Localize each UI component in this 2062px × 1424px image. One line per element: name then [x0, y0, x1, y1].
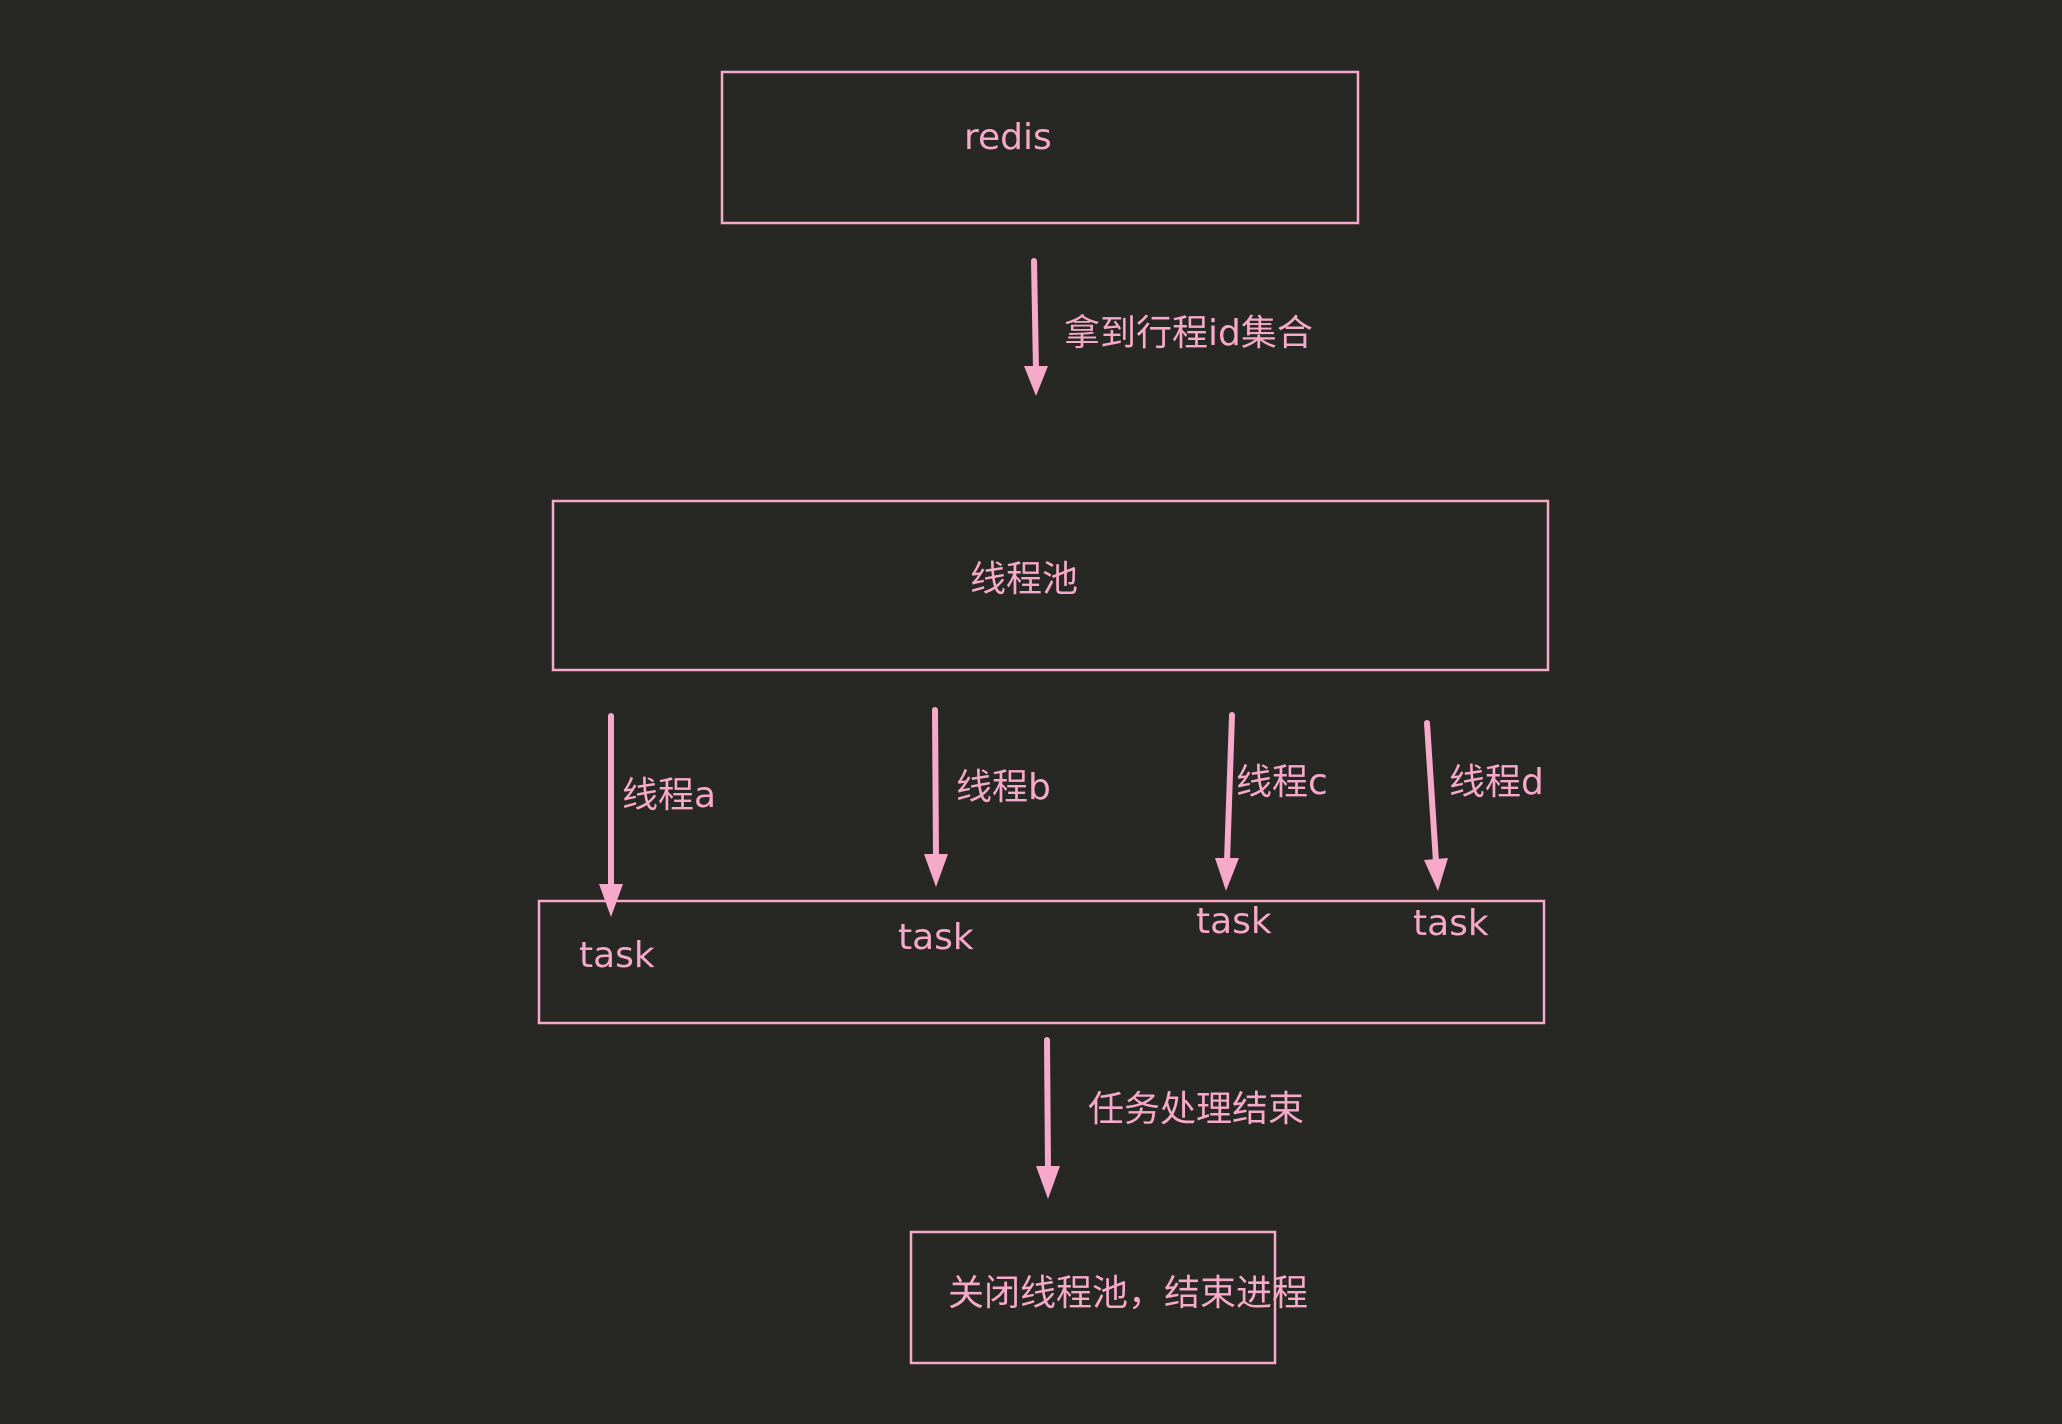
thread-pool-label: 线程池: [970, 559, 1079, 600]
edge-task-done-arrow: [1036, 1037, 1060, 1199]
edge-fetch-ids-arrow: [1024, 258, 1048, 396]
redis-box: [720, 70, 1360, 225]
edge-thread-c-arrow: [1215, 712, 1239, 891]
task-c-label: task: [1196, 901, 1272, 942]
shutdown-box: [909, 1230, 1277, 1365]
edge-task-done-label: 任务处理结束: [1088, 1089, 1305, 1130]
shutdown-label: 关闭线程池，结束进程: [948, 1273, 1309, 1314]
thread-pool-box: [551, 499, 1550, 672]
edge-thread-b-arrow: [924, 707, 948, 887]
edge-thread-c-label: 线程c: [1236, 762, 1328, 803]
task-a-label: task: [579, 935, 655, 976]
task-container-box: [537, 899, 1546, 1025]
edge-thread-b-label: 线程b: [956, 767, 1051, 808]
task-d-label: task: [1413, 903, 1489, 944]
edge-thread-d-arrow: [1424, 720, 1448, 891]
edge-fetch-ids-label: 拿到行程id集合: [1064, 313, 1313, 354]
edge-thread-a-label: 线程a: [622, 775, 717, 816]
edge-thread-a-arrow: [599, 713, 623, 917]
edge-thread-d-label: 线程d: [1449, 762, 1544, 803]
redis-label: redis: [964, 117, 1052, 158]
task-b-label: task: [898, 917, 974, 958]
